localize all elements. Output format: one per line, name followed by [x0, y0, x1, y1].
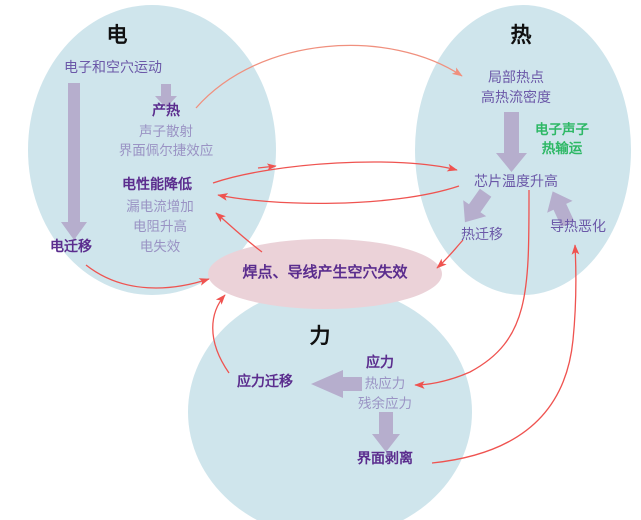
thick-arrow-chiptemp-to-thermomigration — [463, 188, 492, 223]
node-electron-phonon: 电子声子 — [535, 122, 589, 138]
thick-arrow-carrier-to-electromigration — [61, 83, 87, 240]
domain-title-electrical: 电 — [106, 23, 128, 47]
node-chip-temp-rise: 芯片温度升高 — [474, 174, 558, 190]
domain-title-thermal: 热 — [510, 23, 532, 47]
domain-ellipse-electrical — [28, 5, 276, 295]
domain-ellipse-thermal — [415, 5, 631, 295]
node-heat-generation: 产热 — [152, 103, 180, 119]
thick-arrow-hotspot-to-chiptemp — [496, 112, 527, 172]
thin-arrow-void-to-degradation — [215, 212, 263, 253]
thick-arrow-stress-to-stressmigration — [311, 370, 362, 398]
node-void-failure: 焊点、导线产生空穴失效 — [242, 263, 408, 281]
thin-arrow-electromigration-to-void — [85, 264, 210, 289]
node-thermomigration: 热迁移 — [461, 227, 503, 243]
thin-arrow-heatgen-to-hotspot — [195, 44, 463, 109]
node-electrical-degradation: 电性能降低 — [122, 177, 192, 193]
domain-title-mechanical: 力 — [309, 324, 331, 348]
node-leakage-increase: 漏电流增加 — [126, 199, 194, 215]
node-residual-stress: 残余应力 — [358, 396, 412, 412]
center-ellipse-void-failure — [208, 239, 442, 309]
node-interface-delamination: 界面剥离 — [357, 451, 413, 467]
node-local-hotspot: 局部热点 — [488, 70, 544, 86]
node-heat-transport: 热输运 — [541, 141, 583, 157]
thin-arrow-degradation-to-chiptemp — [212, 161, 458, 184]
node-phonon-scattering: 声子散射 — [139, 124, 193, 140]
domain-ellipse-mechanical — [188, 286, 472, 520]
node-interface-peltier: 界面佩尔捷效应 — [118, 143, 214, 159]
thick-arrow-conduction-to-chiptemp — [547, 191, 575, 227]
thin-arrow-chiptemp-to-stress — [414, 189, 530, 389]
thin-arrow-delamination-to-conduction — [431, 244, 580, 464]
node-electromigration: 电迁移 — [50, 239, 92, 255]
node-high-heat-flux: 高热流密度 — [481, 90, 551, 106]
thick-arrow-carrier-to-heat — [155, 84, 177, 108]
node-stress-migration: 应力迁移 — [237, 374, 293, 390]
node-electrical-failure: 电失效 — [139, 239, 181, 255]
thin-arrow-degradation-midbarb — [257, 163, 277, 171]
thin-arrow-chiptemp-to-degradation — [217, 185, 460, 204]
node-thermal-conduction-degradation: 导热恶化 — [550, 219, 606, 235]
thin-arrow-thermomigration-to-void — [436, 239, 464, 269]
node-stress: 应力 — [366, 355, 394, 371]
thin-arrow-stressmigration-to-void — [212, 294, 230, 374]
node-resistance-rise: 电阻升高 — [133, 219, 187, 235]
node-carrier-motion: 电子和空穴运动 — [64, 60, 162, 76]
thick-arrow-stress-to-delamination — [372, 412, 400, 452]
node-thermal-stress: 热应力 — [364, 376, 406, 392]
